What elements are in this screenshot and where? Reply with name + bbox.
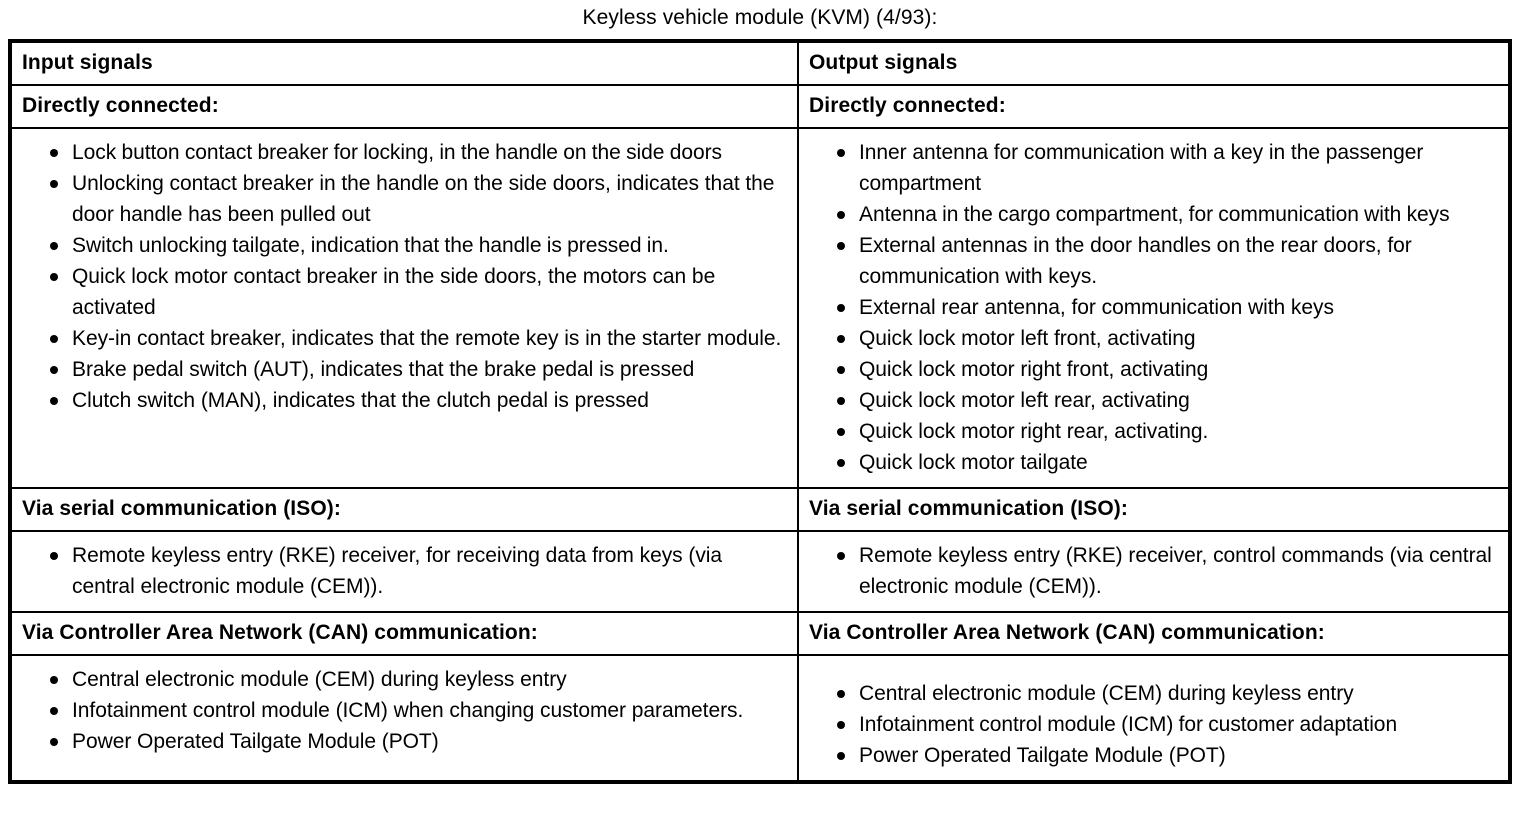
list-item: Quick lock motor right front, activating [807,354,1500,385]
cell-input-header: Input signals [9,40,799,86]
cell-right-heading-can: Via Controller Area Network (CAN) commun… [797,611,1511,656]
table-row-section-body-can: Central electronic module (CEM) during k… [9,654,1511,783]
cell-right-body-can: Central electronic module (CEM) during k… [797,654,1511,783]
table-row-column-headers: Input signals Output signals [9,40,1511,86]
table-row-section-heading-can: Via Controller Area Network (CAN) commun… [9,611,1511,656]
cell-left-heading-can: Via Controller Area Network (CAN) commun… [9,611,799,656]
list-item: Brake pedal switch (AUT), indicates that… [20,354,789,385]
table-row-section-body-serial-iso: Remote keyless entry (RKE) receiver, for… [9,530,1511,613]
list-container-left-serial-iso: Remote keyless entry (RKE) receiver, for… [12,532,797,611]
list-item: Antenna in the cargo compartment, for co… [807,199,1500,230]
cell-left-body-can: Central electronic module (CEM) during k… [9,654,799,783]
cell-left-body-directly-connected: Lock button contact breaker for locking,… [9,127,799,489]
list-item: Clutch switch (MAN), indicates that the … [20,385,789,416]
list-container-left-can: Central electronic module (CEM) during k… [12,656,797,766]
bullet-list-left-directly-connected: Lock button contact breaker for locking,… [20,137,789,416]
table-row-section-body-directly-connected: Lock button contact breaker for locking,… [9,127,1511,489]
cell-right-body-directly-connected: Inner antenna for communication with a k… [797,127,1511,489]
list-item: Central electronic module (CEM) during k… [20,664,789,695]
bullet-list-right-directly-connected: Inner antenna for communication with a k… [807,137,1500,478]
list-item: Quick lock motor right rear, activating. [807,416,1500,447]
list-container-left-directly-connected: Lock button contact breaker for locking,… [12,129,797,425]
list-item: Remote keyless entry (RKE) receiver, for… [20,540,789,602]
table-row-section-heading-serial-iso: Via serial communication (ISO): Via seri… [9,487,1511,532]
column-header-output: Output signals [809,51,958,74]
list-item: Quick lock motor contact breaker in the … [20,261,789,323]
cell-left-heading-serial-iso: Via serial communication (ISO): [9,487,799,532]
bullet-list-right-serial-iso: Remote keyless entry (RKE) receiver, con… [807,540,1500,602]
list-item: Switch unlocking tailgate, indication th… [20,230,789,261]
column-header-input: Input signals [22,51,153,74]
list-container-right-can: Central electronic module (CEM) during k… [799,656,1508,780]
list-item: Unlocking contact breaker in the handle … [20,168,789,230]
bullet-list-right-can: Central electronic module (CEM) during k… [807,678,1500,771]
list-item: Lock button contact breaker for locking,… [20,137,789,168]
section-heading-right-serial-iso: Via serial communication (ISO): [809,497,1128,520]
list-item: Inner antenna for communication with a k… [807,137,1500,199]
section-heading-right-can: Via Controller Area Network (CAN) commun… [809,621,1325,644]
section-heading-left-directly-connected: Directly connected: [22,94,219,117]
list-item: External antennas in the door handles on… [807,230,1500,292]
list-item: External rear antenna, for communication… [807,292,1500,323]
list-item: Power Operated Tailgate Module (POT) [20,726,789,757]
bullet-list-left-serial-iso: Remote keyless entry (RKE) receiver, for… [20,540,789,602]
signal-table: Input signals Output signals Directly co… [8,39,1512,784]
cell-right-body-serial-iso: Remote keyless entry (RKE) receiver, con… [797,530,1511,613]
list-item: Quick lock motor tailgate [807,447,1500,478]
section-heading-left-serial-iso: Via serial communication (ISO): [22,497,341,520]
list-item: Central electronic module (CEM) during k… [807,678,1500,709]
list-item: Power Operated Tailgate Module (POT) [807,740,1500,771]
section-heading-right-directly-connected: Directly connected: [809,94,1006,117]
table-row-section-heading-directly-connected: Directly connected: Directly connected: [9,84,1511,129]
cell-right-heading-directly-connected: Directly connected: [797,84,1511,129]
cell-left-heading-directly-connected: Directly connected: [9,84,799,129]
list-item: Quick lock motor left rear, activating [807,385,1500,416]
list-container-right-serial-iso: Remote keyless entry (RKE) receiver, con… [799,532,1508,611]
cell-right-heading-serial-iso: Via serial communication (ISO): [797,487,1511,532]
list-item: Key-in contact breaker, indicates that t… [20,323,789,354]
section-heading-left-can: Via Controller Area Network (CAN) commun… [22,621,538,644]
list-item: Quick lock motor left front, activating [807,323,1500,354]
cell-left-body-serial-iso: Remote keyless entry (RKE) receiver, for… [9,530,799,613]
page-title: Keyless vehicle module (KVM) (4/93): [582,6,938,29]
list-container-right-directly-connected: Inner antenna for communication with a k… [799,129,1508,487]
cell-output-header: Output signals [797,40,1511,86]
list-item: Remote keyless entry (RKE) receiver, con… [807,540,1500,602]
list-item: Infotainment control module (ICM) for cu… [807,709,1500,740]
list-item: Infotainment control module (ICM) when c… [20,695,789,726]
bullet-list-left-can: Central electronic module (CEM) during k… [20,664,789,757]
